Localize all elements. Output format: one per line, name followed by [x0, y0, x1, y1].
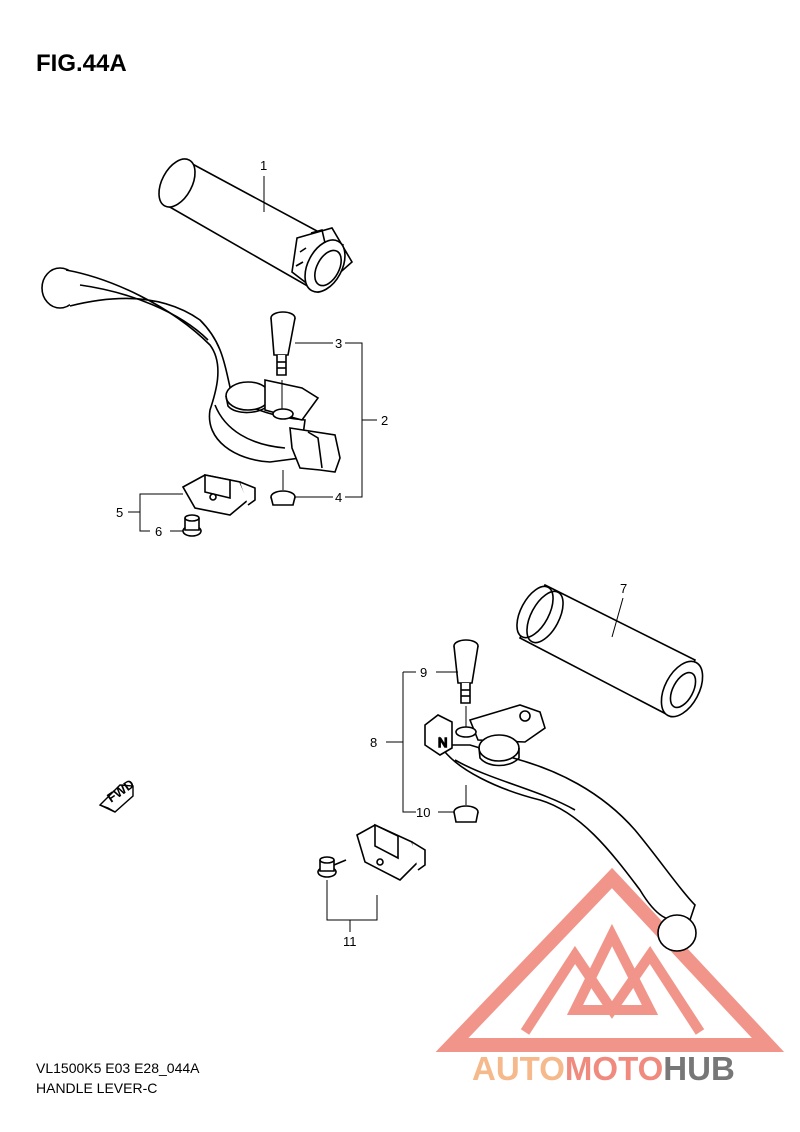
callout-9: 9 [420, 665, 427, 680]
callout-1: 1 [260, 158, 267, 173]
callout-2: 2 [381, 413, 388, 428]
callout-10: 10 [416, 805, 430, 820]
callout-6: 6 [155, 524, 162, 539]
callout-4: 4 [335, 490, 342, 505]
pivot-bolt-part-3 [270, 311, 296, 420]
callout-3: 3 [335, 336, 342, 351]
watermark-wordmark: AUTOMOTOHUB [472, 1050, 735, 1087]
figure-title: FIG.44A [36, 50, 127, 77]
screw-part-6 [182, 514, 202, 537]
grip-part-1 [158, 158, 354, 294]
svg-text:N: N [438, 735, 447, 750]
callout-5: 5 [116, 505, 123, 520]
callout-7: 7 [620, 581, 627, 596]
watermark-part-moto: MOTO [565, 1050, 663, 1087]
nut-part-4 [270, 470, 296, 506]
pivot-bolt-part-9 [453, 639, 479, 738]
lever-part-2 [41, 267, 341, 473]
fwd-direction-marker: FWD [98, 776, 137, 813]
watermark-logo [435, 867, 785, 1052]
switch-part-11 [317, 823, 426, 881]
callout-11: 11 [343, 934, 357, 949]
switch-part-5 [181, 474, 256, 516]
lower-leader-lines [326, 597, 624, 932]
watermark-part-hub: HUB [663, 1050, 735, 1087]
section-name: HANDLE LEVER-C [36, 1080, 158, 1096]
callout-8: 8 [370, 735, 377, 750]
model-code: VL1500K5 E03 E28_044A [36, 1060, 200, 1076]
nut-part-10 [453, 785, 479, 823]
watermark-part-auto: AUTO [472, 1050, 565, 1087]
upper-leader-lines [128, 176, 377, 532]
grip-part-7 [516, 583, 704, 718]
lever-part-8: N [424, 704, 697, 952]
